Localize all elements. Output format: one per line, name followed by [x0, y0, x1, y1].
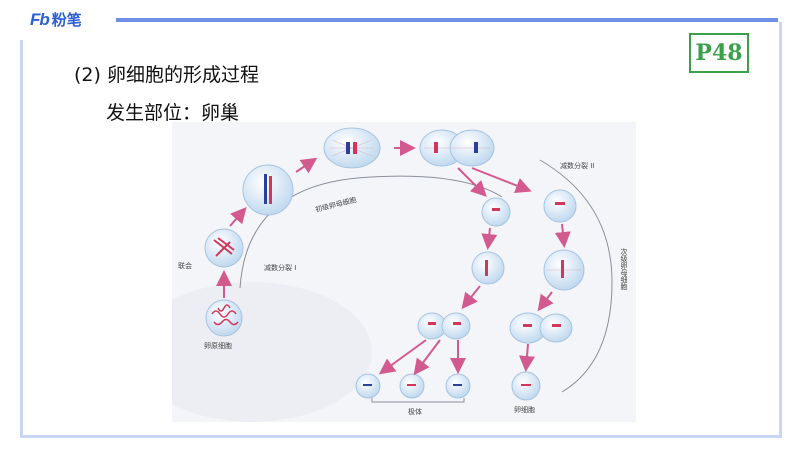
meiosis2-arc [539, 159, 613, 393]
polar-body-dividing-cell [417, 312, 471, 340]
secondary-oocyte-label: 次级卵母细胞 [620, 247, 628, 291]
synapsis-label: 联会 [178, 261, 192, 270]
frame-border-right [779, 22, 782, 438]
polar-body-2 [399, 373, 425, 399]
svg-text:次级卵母细胞: 次级卵母细胞 [620, 247, 628, 291]
background-shadow [132, 282, 372, 422]
section-heading: (2) 卵细胞的形成过程 [74, 64, 259, 86]
brand-mark: Fb [30, 9, 50, 29]
synapsis-cell [204, 228, 244, 268]
secondary-oocyte-cell [543, 189, 577, 223]
meiosis1-arc [239, 175, 503, 289]
brand-logo: Fb 粉笔 [30, 9, 82, 30]
brand-name: 粉笔 [51, 11, 82, 29]
oocyte-dividing-cell [509, 312, 573, 344]
meiosis2-label: 减数分裂 II [560, 161, 594, 170]
oogenesis-svg: 减数分裂 I 减数分裂 II 初级卵母细胞 次级卵母细胞 联会 卵原细胞 极体 … [132, 122, 636, 422]
polar-body-1 [355, 373, 381, 399]
oogonium-cell [205, 299, 243, 337]
frame-border-bottom [20, 435, 782, 438]
egg-cell-label: 卵细胞 [514, 405, 535, 414]
frame-border-left [20, 40, 23, 438]
page-reference-tag: P48 [689, 33, 749, 73]
polar-bodies-label: 极体 [408, 407, 422, 416]
first-polar-body-cell [481, 197, 511, 227]
oogonium-label: 卵原细胞 [204, 341, 232, 350]
polar-body-metaphase2-cell [471, 251, 505, 285]
oocyte-metaphase2-cell [543, 249, 585, 291]
oogenesis-diagram: 减数分裂 I 减数分裂 II 初级卵母细胞 次级卵母细胞 联会 卵原细胞 极体 … [132, 122, 636, 422]
polar-body-3 [445, 373, 471, 399]
egg-cell [511, 371, 541, 401]
polar-body-bracket [371, 398, 465, 403]
metaphase1-cell [323, 127, 381, 169]
process-arrows [216, 140, 571, 376]
meiosis1-label: 减数分裂 I [264, 263, 296, 272]
location-subheading: 发生部位：卵巢 [106, 102, 240, 124]
header-bar [116, 18, 778, 22]
primary-oocyte-cell [242, 164, 294, 216]
telophase1-cell [419, 129, 495, 167]
